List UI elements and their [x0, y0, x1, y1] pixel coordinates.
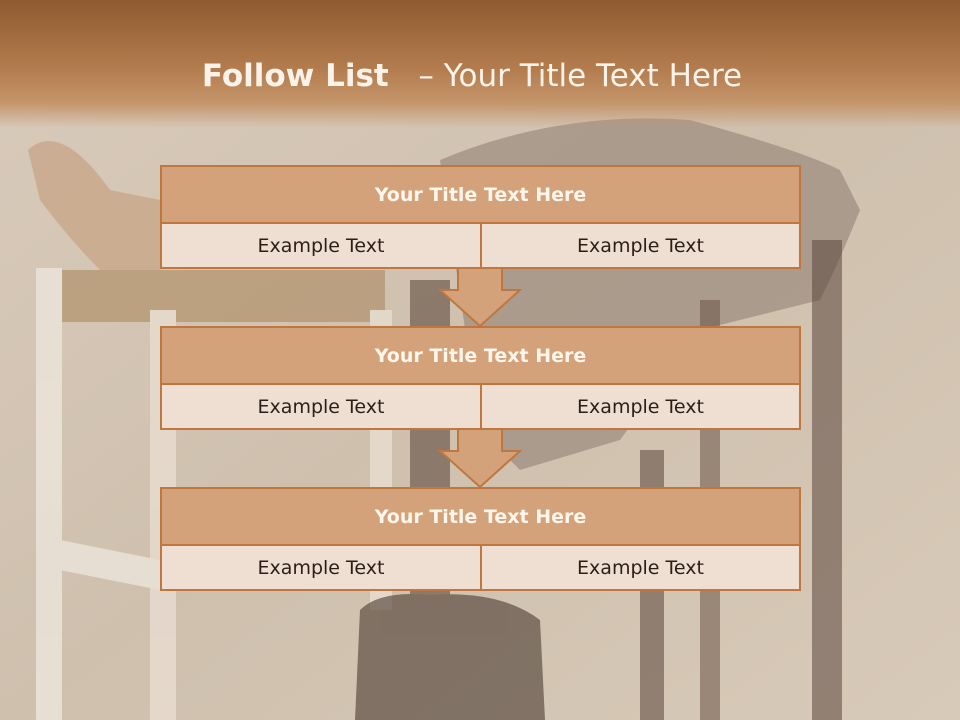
- block-cell-left[interactable]: Example Text: [160, 544, 482, 591]
- header-bar: [0, 0, 960, 128]
- block-title[interactable]: Your Title Text Here: [160, 326, 801, 385]
- block-title[interactable]: Your Title Text Here: [160, 487, 801, 546]
- slide-title: Follow List – Your Title Text Here: [0, 52, 944, 100]
- down-arrow-icon: [438, 268, 522, 328]
- title-rest: Your Title Text Here: [443, 58, 743, 94]
- title-separator: –: [418, 58, 434, 94]
- block-cell-left[interactable]: Example Text: [160, 222, 482, 269]
- block-cell-right[interactable]: Example Text: [480, 383, 801, 430]
- title-bold: Follow List: [201, 58, 389, 94]
- block-cell-left[interactable]: Example Text: [160, 383, 482, 430]
- block-cell-right[interactable]: Example Text: [480, 544, 801, 591]
- foot-shape: [28, 141, 160, 270]
- block-title[interactable]: Your Title Text Here: [160, 165, 801, 224]
- block-cell-right[interactable]: Example Text: [480, 222, 801, 269]
- down-arrow-icon: [438, 429, 522, 489]
